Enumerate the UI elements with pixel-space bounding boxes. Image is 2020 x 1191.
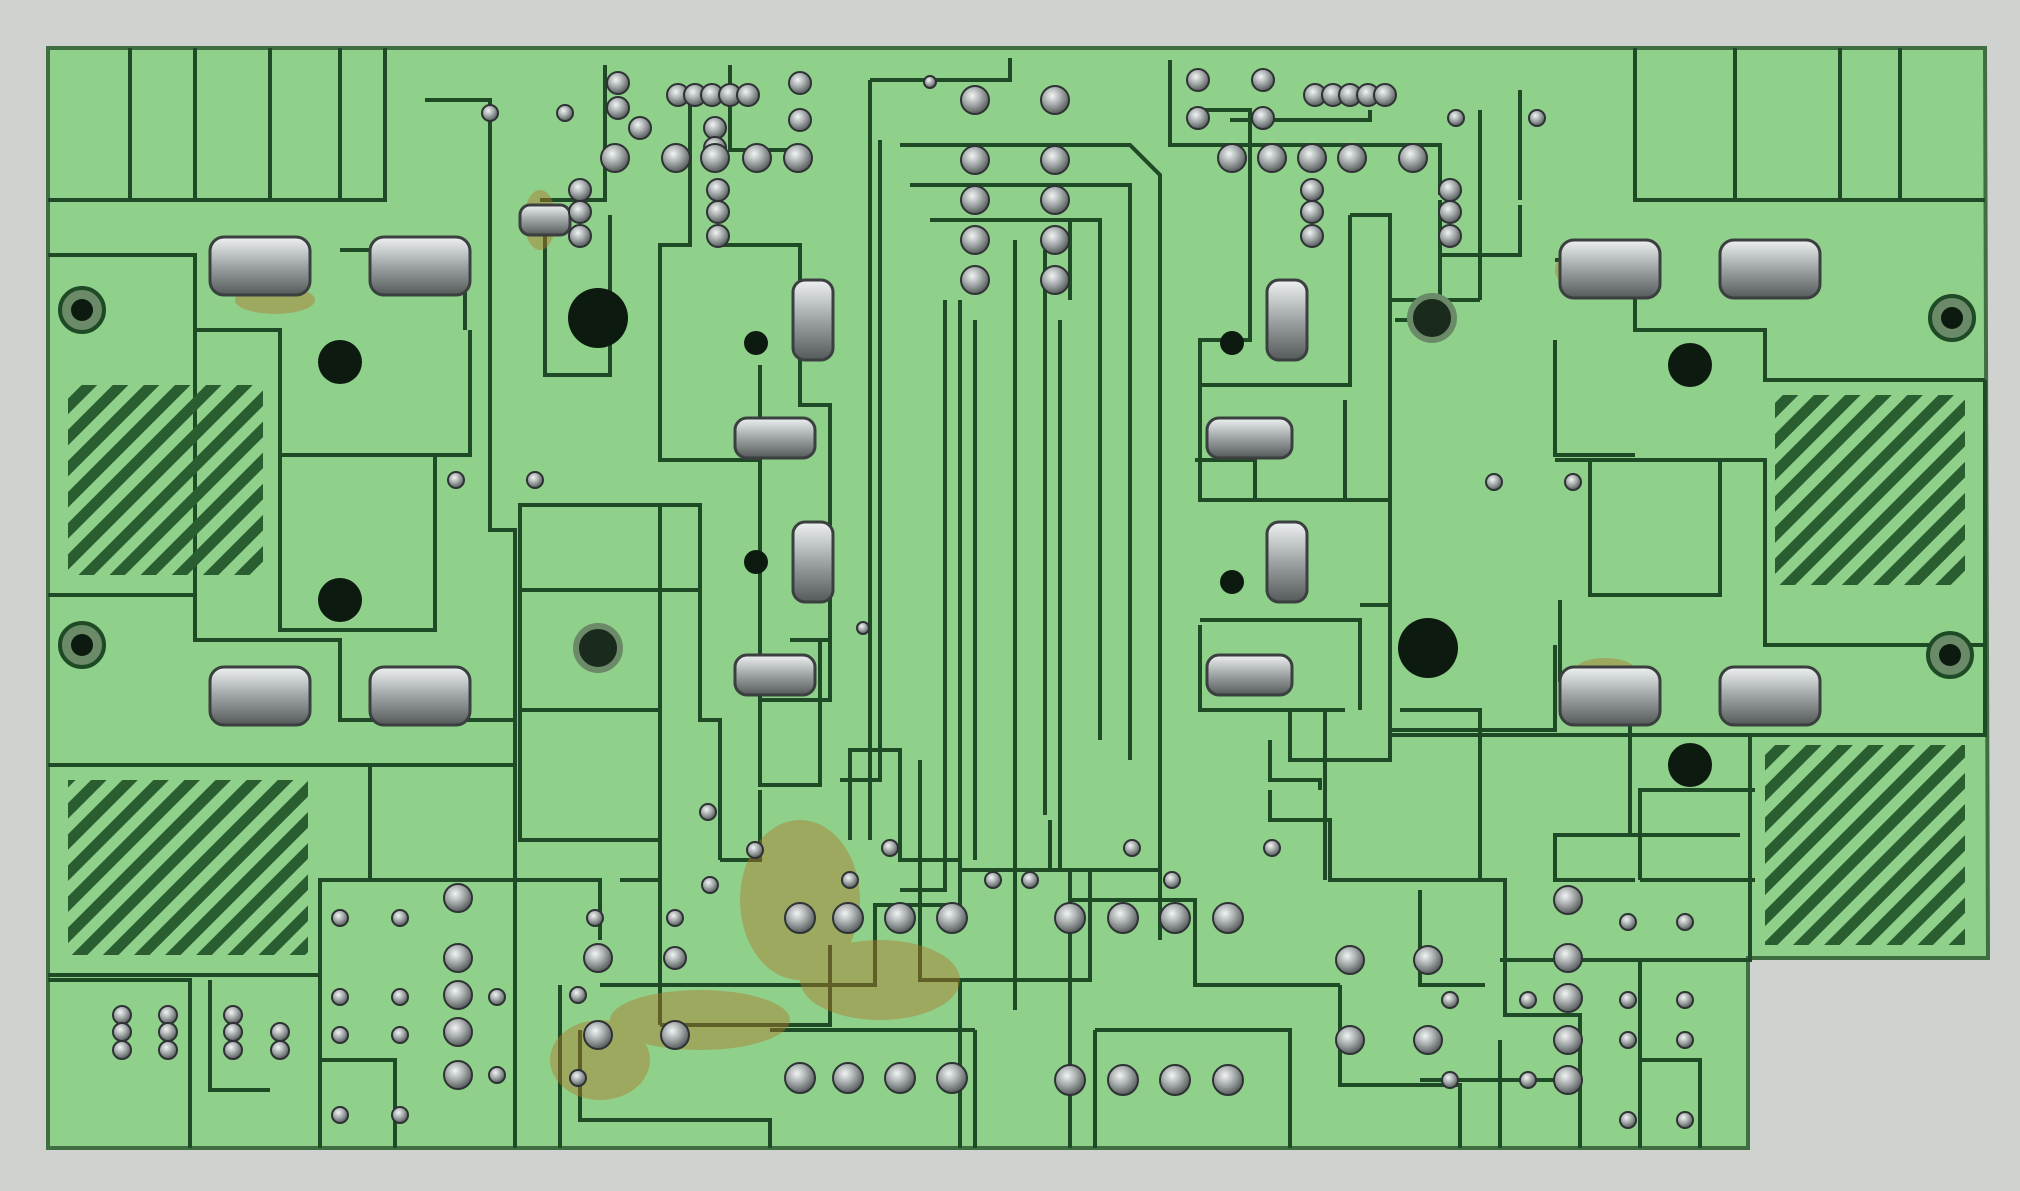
hatched-areas [68, 385, 1965, 955]
solder-joints [112, 68, 1694, 1129]
tinned-pads [208, 203, 1822, 727]
mounting-holes [58, 286, 1976, 787]
